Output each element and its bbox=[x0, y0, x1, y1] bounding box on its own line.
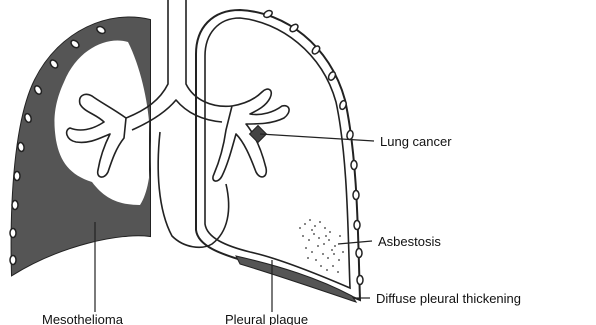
label-mesothelioma: Mesothelioma bbox=[42, 312, 124, 325]
left-lung bbox=[10, 18, 151, 276]
label-diffuse-pleural-thickening: Diffuse pleural thickening bbox=[376, 291, 521, 306]
label-pleural-plaque: Pleural plaque bbox=[225, 312, 308, 325]
label-lung-cancer: Lung cancer bbox=[380, 134, 452, 149]
label-asbestosis: Asbestosis bbox=[378, 234, 441, 249]
